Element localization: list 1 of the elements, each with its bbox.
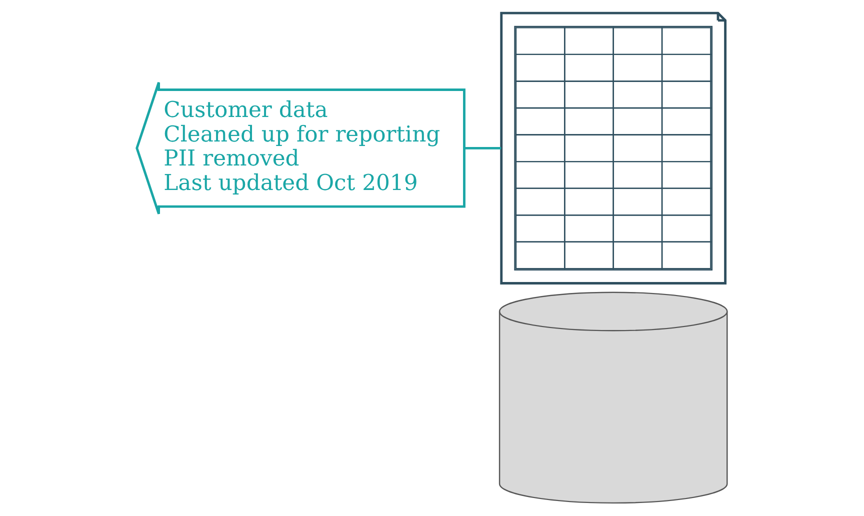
connector [464,146,502,150]
